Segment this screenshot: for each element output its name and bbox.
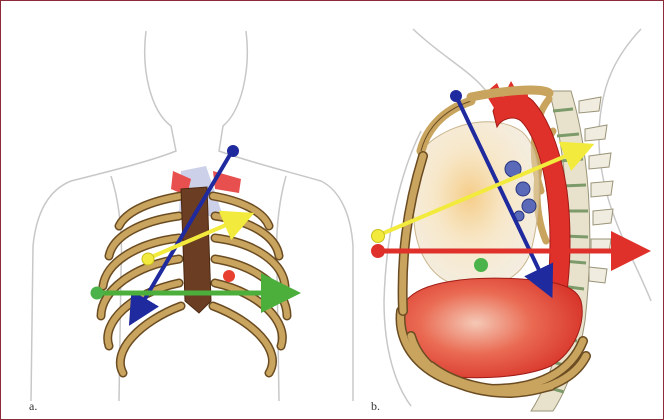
yellow-arrow-origin — [142, 253, 154, 265]
panel-b-lateral — [371, 29, 651, 411]
red-arrow-origin — [371, 244, 385, 258]
green-dot-b — [474, 258, 488, 272]
green-arrow-origin — [91, 287, 104, 300]
blue-arrow-b-origin — [450, 90, 462, 102]
blue-arrow-origin — [227, 145, 239, 157]
panel-label-b: b. — [371, 399, 380, 414]
panel-a-frontal — [31, 31, 353, 401]
panel-label-a: a. — [29, 399, 37, 414]
red-dot-a — [223, 270, 235, 282]
yellow-arrow-b-origin — [372, 230, 385, 243]
